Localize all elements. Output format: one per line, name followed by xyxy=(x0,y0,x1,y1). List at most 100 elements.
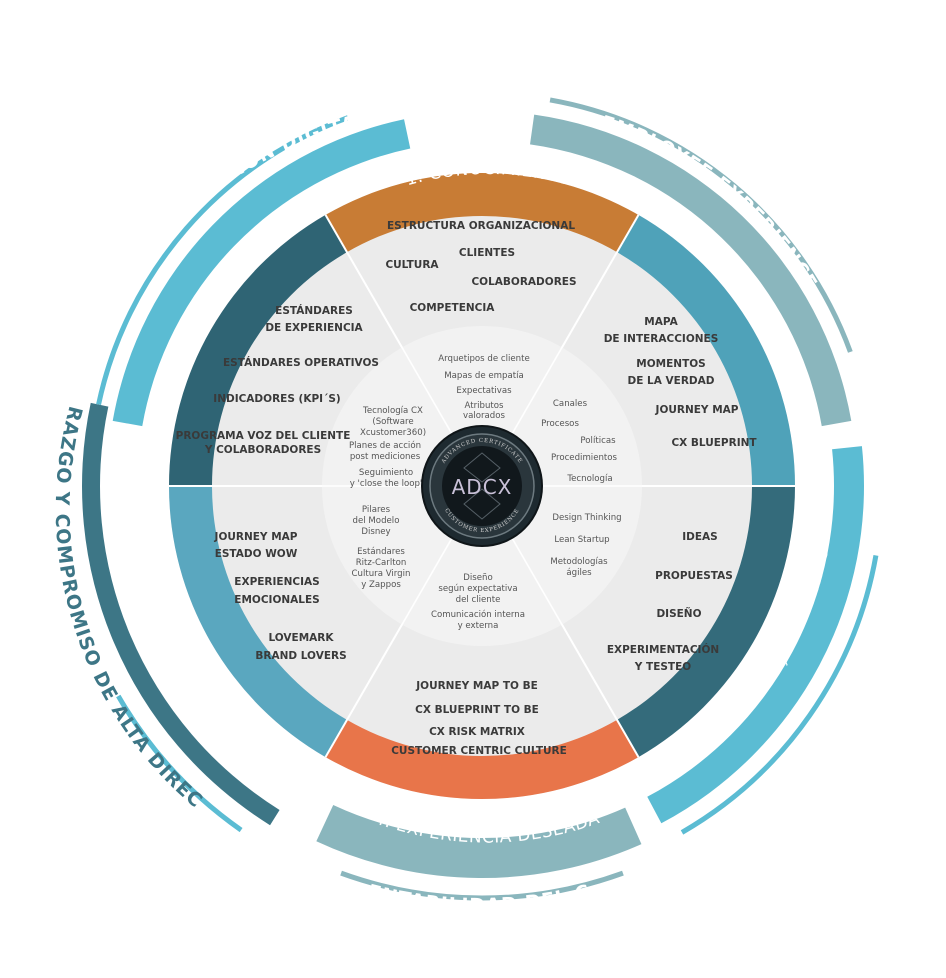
inner-items-conocimiento: Arquetipos de cliente Mapas de empatía E… xyxy=(438,354,530,421)
item-text: Y TESTEO xyxy=(634,661,691,673)
segment-band-experiencia-deseada xyxy=(325,719,639,799)
segment-band-experiencia-actual xyxy=(617,214,795,486)
inner-items-experiencia-actual: Canales Procesos Políticas Procedimiento… xyxy=(541,399,617,484)
inner-text: (Software xyxy=(372,417,413,427)
item-text: CUSTOMER CENTRIC CULTURE xyxy=(391,745,567,757)
item-text: CLIENTES xyxy=(459,247,515,259)
inner-text: Lean Startup xyxy=(554,535,609,545)
outer-band-liderazgo xyxy=(81,402,280,826)
item-text: MOMENTOS xyxy=(636,358,705,370)
item-text: MAPA xyxy=(644,316,678,328)
outer-band-rentabilidad xyxy=(316,805,642,878)
badge-core xyxy=(442,446,522,526)
inner-text: Arquetipos de cliente xyxy=(438,354,530,364)
item-text: EXPERIENCIAS xyxy=(234,576,319,588)
badge-diamond-icon xyxy=(463,488,501,520)
item-text: CULTURA xyxy=(385,259,439,271)
inner-text: Seguimiento xyxy=(359,468,413,478)
item-text: PROGRAMA VOZ DEL CLIENTE xyxy=(176,430,351,442)
outer-band-employee-experience xyxy=(530,114,852,427)
inner-items-wow: Pilares del Modelo Disney Estándares Rit… xyxy=(352,505,411,590)
inner-text: del Modelo xyxy=(353,516,400,526)
inner-text: Políticas xyxy=(580,436,616,446)
segment-items-experiencia-actual: MAPA DE INTERACCIONES MOMENTOS DE LA VER… xyxy=(604,316,758,449)
item-text: IDEAS xyxy=(682,531,717,543)
outer-band-transformacion-cultural xyxy=(647,446,864,824)
item-text: ESTÁNDARES OPERATIVOS xyxy=(223,356,379,369)
item-text: LOVEMARK xyxy=(268,632,334,644)
inner-text: Cultura Virgin xyxy=(352,569,411,579)
item-text: DE LA VERDAD xyxy=(628,375,715,387)
inner-divider xyxy=(401,347,453,435)
inner-divider xyxy=(511,537,563,625)
inner-divider xyxy=(401,537,453,625)
item-text: INDICADORES (KPI´S) xyxy=(213,393,340,405)
outer-decorative-line xyxy=(549,97,853,353)
inner-text: Comunicación interna xyxy=(431,609,525,620)
adcx-badge: ADVANCED CERTIFICATE CUSTOMER EXPERIENCE… xyxy=(421,425,543,547)
inner-text: según expectativa xyxy=(438,584,517,594)
inner-text: Disney xyxy=(361,527,390,537)
item-text: DE INTERACCIONES xyxy=(604,333,719,345)
inner-text: Procedimientos xyxy=(551,453,618,463)
inner-text: Estándares xyxy=(357,547,405,557)
inner-text: Diseño xyxy=(463,573,492,583)
inner-text: valorados xyxy=(463,411,506,421)
inner-divider xyxy=(511,347,563,435)
inner-text: Ritz-Carlton xyxy=(356,558,407,568)
inner-items-innovacion: Design Thinking Lean Startup Metodología… xyxy=(550,513,621,578)
inner-text: Mapas de empatía xyxy=(444,371,524,381)
segment-band-innovacion xyxy=(617,486,795,758)
item-text: CX BLUEPRINT xyxy=(671,437,757,449)
segment-band-conocimiento xyxy=(325,172,639,253)
item-text: ESTÁNDARES xyxy=(275,304,353,317)
outer-ring xyxy=(81,97,879,901)
inner-text: Procesos xyxy=(541,419,579,429)
inner-items-medicion: Tecnología CX (Software Xcustomer360) Pl… xyxy=(349,406,426,489)
inner-text: Design Thinking xyxy=(552,513,621,523)
item-text: COMPETENCIA xyxy=(410,302,496,314)
inner-text: Pilares xyxy=(362,505,391,515)
item-text: JOURNEY MAP xyxy=(214,531,298,543)
item-text: COLABORADORES xyxy=(471,276,576,288)
inner-text: Tecnología xyxy=(566,474,612,484)
item-text: DISEÑO xyxy=(656,607,701,620)
inner-text: Expectativas xyxy=(456,386,512,396)
item-text: EMOCIONALES xyxy=(234,594,319,606)
segment-band-wow xyxy=(169,486,347,758)
outer-decorative-line xyxy=(116,694,243,833)
inner-text: y Zappos xyxy=(361,580,401,590)
item-text: JOURNEY MAP xyxy=(655,404,739,416)
inner-text: y externa xyxy=(458,621,499,631)
inner-text: Metodologías xyxy=(550,557,608,567)
badge-title: ADCX xyxy=(452,475,513,499)
inner-items-experiencia-deseada: Diseño según expectativa del cliente Com… xyxy=(431,573,525,631)
item-text: DE EXPERIENCIA xyxy=(265,322,363,334)
item-text: ESTRUCTURA ORGANIZACIONAL xyxy=(387,220,575,232)
segment-items-medicion: ESTÁNDARES DE EXPERIENCIA ESTÁNDARES OPE… xyxy=(176,304,379,456)
outer-decorative-line xyxy=(96,115,349,406)
outer-decorative-line xyxy=(680,555,879,835)
item-text: PROPUESTAS xyxy=(655,570,733,582)
segment-band-medicion xyxy=(169,214,347,486)
segment-items-wow: JOURNEY MAP ESTADO WOW EXPERIENCIAS EMOC… xyxy=(214,531,347,662)
item-text: EXPERIMENTACIÓN xyxy=(607,643,719,656)
inner-text: Atributos xyxy=(464,401,504,411)
outer-decorative-line xyxy=(340,870,624,901)
item-text: JOURNEY MAP TO BE xyxy=(415,680,538,692)
inner-text: ágiles xyxy=(566,568,592,578)
inner-text: Xcustomer360) xyxy=(360,428,426,438)
item-text: CX RISK MATRIX xyxy=(429,726,525,738)
inner-text: del cliente xyxy=(456,595,501,605)
item-text: CX BLUEPRINT TO BE xyxy=(415,704,539,716)
inner-text: Planes de acción xyxy=(349,440,421,451)
segment-items-experiencia-deseada: JOURNEY MAP TO BE CX BLUEPRINT TO BE CX … xyxy=(391,680,567,757)
item-text: BRAND LOVERS xyxy=(255,650,346,662)
outer-band-transformacion-digital xyxy=(112,119,411,427)
inner-text: post mediciones xyxy=(350,452,421,462)
segment-items-conocimiento: ESTRUCTURA ORGANIZACIONAL CLIENTES CULTU… xyxy=(385,220,576,314)
item-text: ESTADO WOW xyxy=(215,548,298,560)
inner-text: y 'close the loop' xyxy=(350,479,423,489)
item-text: Y COLABORADORES xyxy=(204,444,321,456)
